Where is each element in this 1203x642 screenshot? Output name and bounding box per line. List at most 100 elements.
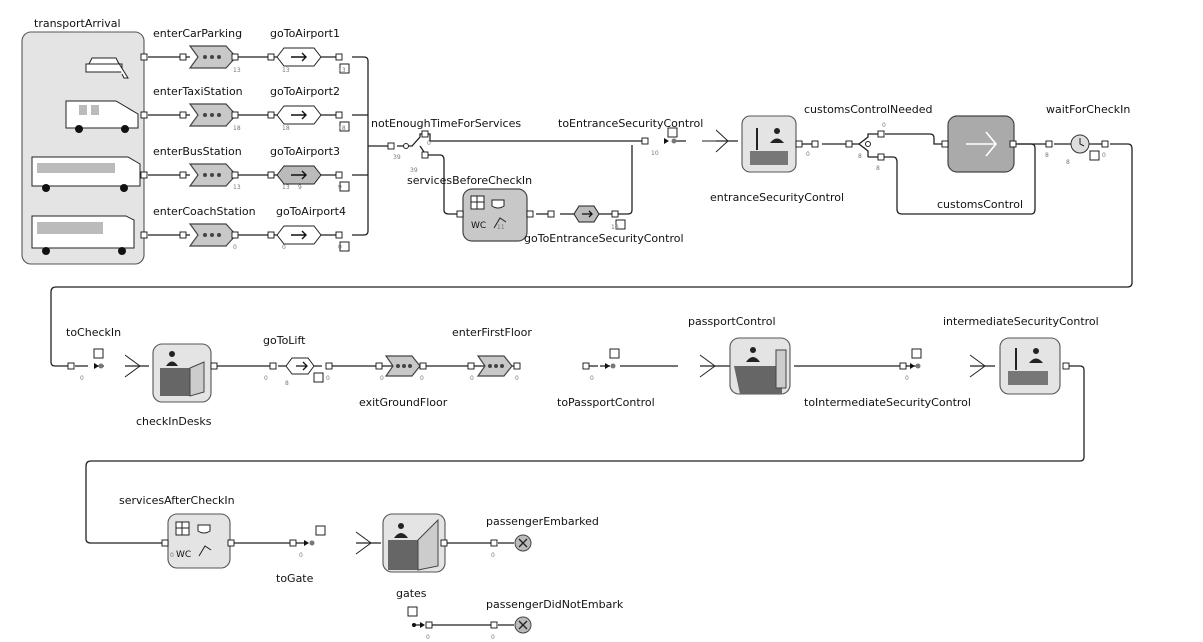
select-output-switch-icon (404, 144, 409, 149)
entranceSecurityControl-label: entranceSecurityControl (710, 191, 844, 204)
svg-text:0: 0 (420, 375, 424, 382)
exitGroundFloor-label: exitGroundFloor (359, 396, 448, 409)
checkInDesks-label: checkInDesks (136, 415, 212, 428)
passport-control-block[interactable]: passportControl toIntermediateSecurityCo… (688, 315, 971, 409)
exit-ground-floor-queue[interactable]: exitGroundFloor (359, 356, 448, 409)
entrance-security-control-block[interactable]: entranceSecurityControl (702, 116, 844, 204)
goToAirport1-label: goToAirport1 (270, 27, 340, 40)
servicesBeforeCheckIn-label: servicesBeforeCheckIn (407, 174, 532, 187)
svg-text:9: 9 (298, 184, 302, 191)
toIntermediateSecurityControl-label: toIntermediateSecurityControl (804, 396, 971, 409)
enter-taxi-station-queue[interactable]: enterTaxiStation (153, 85, 243, 126)
svg-text:0: 0 (491, 634, 495, 641)
goToAirport2-label: goToAirport2 (270, 85, 340, 98)
svg-text:8: 8 (1045, 152, 1049, 159)
enterBusStation-label: enterBusStation (153, 145, 242, 158)
enterFirstFloor-label: enterFirstFloor (452, 326, 532, 339)
customsControlNeeded-label: customsControlNeeded (804, 103, 933, 116)
go-to-entrance-security-control-delay[interactable]: goToEntranceSecurityControl (524, 206, 684, 245)
svg-text:0: 0 (338, 244, 342, 251)
go-to-airport4-delay[interactable]: goToAirport4 (268, 205, 349, 251)
svg-text:11: 11 (497, 224, 505, 231)
passenger-did-not-embark-sink[interactable]: passengerDidNotEmbark (408, 598, 624, 633)
wait-for-check-in-block[interactable]: waitForCheckIn (1046, 103, 1130, 160)
intermediate-security-control-block[interactable]: intermediateSecurityControl (943, 315, 1099, 394)
enterTaxiStation-label: enterTaxiStation (153, 85, 243, 98)
svg-text:0: 0 (491, 552, 495, 559)
to-entrance-security-control-move[interactable]: toEntranceSecurityControl (558, 117, 703, 144)
passenger-embarked-sink[interactable]: passengerEmbarked (486, 515, 599, 551)
intermediateSecurityControl-label: intermediateSecurityControl (943, 315, 1099, 328)
passengerDidNotEmbark-label: passengerDidNotEmbark (486, 598, 624, 611)
svg-text:18: 18 (338, 125, 346, 132)
go-to-airport3-delay[interactable]: goToAirport3 (268, 145, 349, 191)
svg-text:0: 0 (882, 122, 886, 129)
svg-text:10: 10 (611, 224, 619, 231)
svg-text:0: 0 (590, 375, 594, 382)
go-to-airport1-delay[interactable]: goToAirport1 (268, 27, 349, 73)
enter-bus-station-queue[interactable]: enterBusStation (153, 145, 242, 186)
svg-text:0: 0 (427, 140, 431, 147)
svg-text:13: 13 (282, 67, 290, 74)
svg-text:39: 39 (393, 154, 401, 161)
to-passport-control-move[interactable]: toPassportControl (557, 349, 655, 409)
transportArrival-label: transportArrival (34, 17, 121, 30)
svg-text:0: 0 (80, 375, 84, 382)
services-after-check-in-block[interactable]: servicesAfterCheckIn WC (119, 494, 235, 568)
gates-block[interactable]: gates (356, 514, 447, 600)
svg-text:0: 0 (233, 244, 237, 251)
gates-label: gates (396, 587, 427, 600)
svg-text:WC: WC (471, 221, 486, 231)
enter-coach-station-queue[interactable]: enterCoachStation (153, 205, 256, 246)
svg-text:0: 0 (264, 375, 268, 382)
goToAirport3-label: goToAirport3 (270, 145, 340, 158)
svg-text:WC: WC (176, 550, 191, 560)
svg-text:0: 0 (282, 244, 286, 251)
toCheckIn-label: toCheckIn (66, 326, 121, 339)
to-intermediate-security-control-move[interactable] (900, 349, 921, 369)
svg-text:8: 8 (285, 380, 289, 387)
svg-text:0: 0 (515, 375, 519, 382)
svg-text:13: 13 (338, 67, 346, 74)
goToLift-label: goToLift (263, 334, 306, 347)
transport-arrival-block[interactable]: transportArrival (22, 17, 147, 264)
svg-text:18: 18 (282, 125, 290, 132)
svg-text:0: 0 (326, 375, 330, 382)
customsControl-label: customsControl (937, 198, 1023, 211)
svg-text:0: 0 (426, 634, 430, 641)
svg-text:8: 8 (876, 165, 880, 172)
passportControl-label: passportControl (688, 315, 776, 328)
svg-text:0: 0 (170, 552, 174, 559)
svg-text:0: 0 (905, 375, 909, 382)
servicesAfterCheckIn-label: servicesAfterCheckIn (119, 494, 235, 507)
go-to-lift-delay[interactable]: goToLift (263, 334, 332, 382)
goToAirport4-label: goToAirport4 (276, 205, 346, 218)
services-before-check-in-block[interactable]: servicesBeforeCheckIn WC (407, 174, 533, 241)
customs-control-block[interactable]: customsControl (937, 116, 1023, 211)
enterCoachStation-label: enterCoachStation (153, 205, 256, 218)
svg-text:0: 0 (1102, 152, 1106, 159)
enter-first-floor-queue[interactable]: enterFirstFloor (452, 326, 532, 376)
svg-text:0: 0 (380, 375, 384, 382)
svg-text:0: 0 (470, 375, 474, 382)
svg-text:0: 0 (806, 151, 810, 158)
select-output-switch-icon (866, 142, 871, 147)
go-to-airport2-delay[interactable]: goToAirport2 (268, 85, 349, 131)
svg-text:10: 10 (651, 150, 659, 157)
enter-car-parking-queue[interactable]: enterCarParking (153, 27, 242, 68)
check-in-desks-block[interactable]: checkInDesks (125, 344, 217, 428)
svg-text:13: 13 (233, 67, 241, 74)
svg-text:0: 0 (299, 552, 303, 559)
enterCarParking-label: enterCarParking (153, 27, 242, 40)
goToEntranceSecurityControl-label: goToEntranceSecurityControl (524, 232, 684, 245)
notEnoughTimeForServices-label: notEnoughTimeForServices (371, 117, 521, 130)
not-enough-time-select[interactable]: notEnoughTimeForServices (371, 117, 521, 158)
waitForCheckIn-label: waitForCheckIn (1046, 103, 1130, 116)
passengerEmbarked-label: passengerEmbarked (486, 515, 599, 528)
to-check-in-move[interactable]: toCheckIn (66, 326, 121, 369)
toGate-label: toGate (276, 572, 314, 585)
svg-text:13: 13 (233, 184, 241, 191)
svg-text:13: 13 (282, 184, 290, 191)
svg-text:18: 18 (233, 125, 241, 132)
